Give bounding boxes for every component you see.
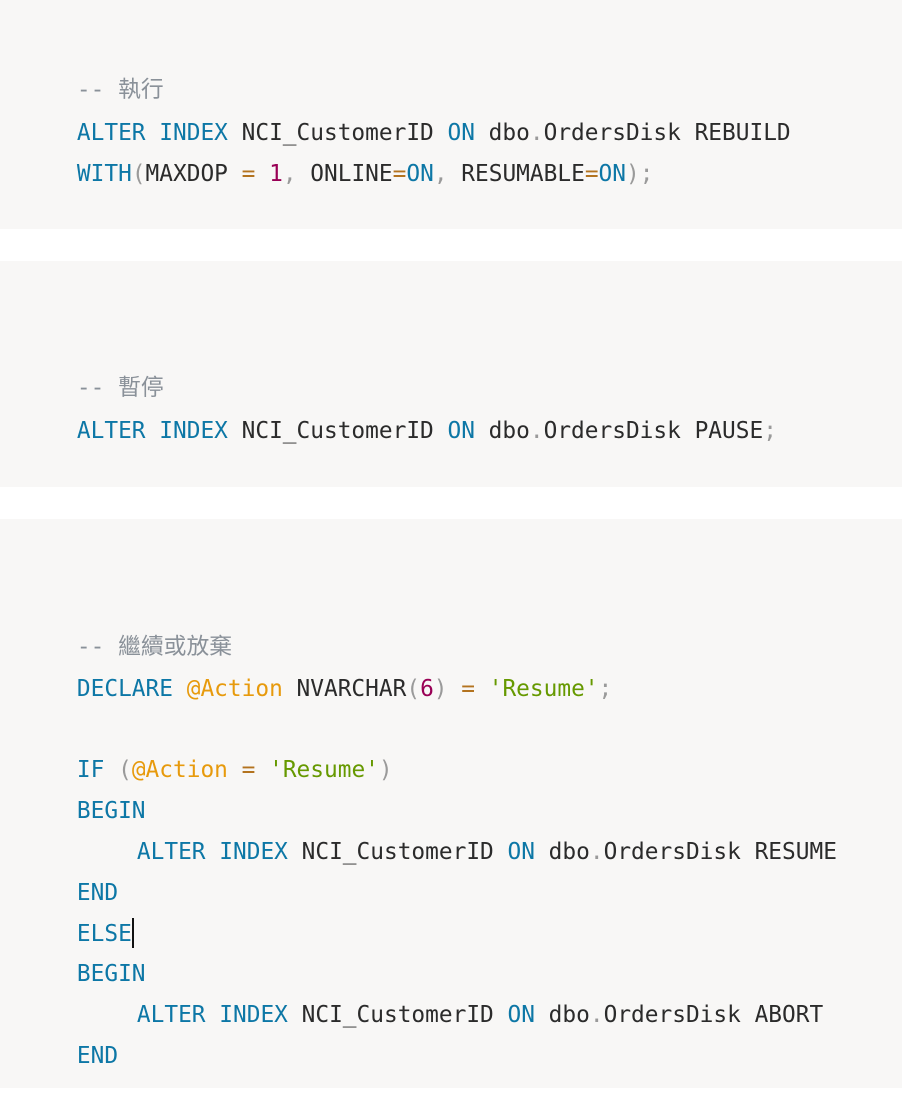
identifier-token: dbo bbox=[474, 418, 530, 444]
keyword-token: ALTER bbox=[76, 418, 146, 444]
space-token bbox=[206, 839, 220, 865]
keyword-token: ALTER bbox=[76, 120, 146, 146]
code-line-end: END bbox=[22, 839, 118, 906]
space-token bbox=[255, 161, 269, 187]
number-token: 1 bbox=[269, 161, 283, 187]
space-token bbox=[173, 676, 187, 702]
keyword-token: WITH bbox=[76, 161, 132, 187]
keyword-token: INDEX bbox=[159, 120, 228, 146]
identifier-token: MAXDOP bbox=[145, 161, 242, 187]
operator-token: = bbox=[241, 757, 256, 783]
keyword-token: ON bbox=[507, 839, 535, 865]
comment-token: -- 執行 bbox=[76, 77, 164, 103]
code-line-else: ELSE bbox=[22, 880, 134, 948]
keyword-token: DECLARE bbox=[76, 676, 173, 702]
text-cursor bbox=[131, 917, 134, 948]
identifier-token: ONLINE bbox=[296, 161, 393, 187]
keyword-token: ON bbox=[598, 161, 626, 187]
identifier-token: NVARCHAR bbox=[282, 676, 407, 702]
punctuation-token: . bbox=[589, 1002, 604, 1028]
identifier-token: NCI_CustomerID bbox=[287, 1002, 508, 1028]
punctuation-token: , bbox=[433, 161, 448, 187]
keyword-token: BEGIN bbox=[76, 961, 146, 987]
keyword-token: INDEX bbox=[219, 839, 288, 865]
keyword-token: BEGIN bbox=[76, 798, 146, 824]
variable-token: @Action bbox=[186, 676, 283, 702]
identifier-token: dbo bbox=[474, 120, 530, 146]
space-token bbox=[255, 757, 269, 783]
comment-token: -- 暫停 bbox=[76, 375, 164, 401]
punctuation-token: ( bbox=[131, 161, 146, 187]
operator-token: = bbox=[392, 161, 407, 187]
punctuation-token: ; bbox=[639, 161, 654, 187]
punctuation-token: ) bbox=[626, 161, 640, 187]
keyword-token: IF bbox=[76, 757, 105, 783]
code-block-pause[interactable]: -- 暫停 ALTER INDEX NCI_CustomerID ON dbo.… bbox=[0, 261, 902, 487]
code-block-rebuild[interactable]: -- 執行 ALTER INDEX NCI_CustomerID ON dbo.… bbox=[0, 0, 902, 229]
punctuation-token: . bbox=[589, 839, 604, 865]
punctuation-token: ; bbox=[763, 418, 777, 444]
code-line-with-options: WITH(MAXDOP = 1, ONLINE=ON, RESUMABLE=ON… bbox=[22, 120, 654, 187]
identifier-token: OrdersDisk REBUILD bbox=[543, 120, 791, 146]
identifier-token: OrdersDisk RESUME bbox=[603, 839, 837, 865]
operator-token: = bbox=[584, 161, 599, 187]
number-token: 6 bbox=[420, 676, 434, 702]
space-token bbox=[206, 1002, 220, 1028]
space-token bbox=[228, 757, 242, 783]
punctuation-token: , bbox=[282, 161, 297, 187]
keyword-token: ON bbox=[507, 1002, 535, 1028]
keyword-token: END bbox=[76, 1043, 119, 1069]
code-block-resume-or-abort[interactable]: -- 繼續或放棄 DECLARE @Action NVARCHAR(6) = '… bbox=[0, 519, 902, 1088]
code-line-if: IF (@Action = 'Resume') bbox=[22, 716, 393, 783]
keyword-token: ELSE bbox=[76, 921, 132, 947]
keyword-token: ON bbox=[447, 120, 475, 146]
space-token bbox=[146, 418, 160, 444]
punctuation-token: ) bbox=[378, 757, 393, 783]
code-line-begin: BEGIN bbox=[22, 920, 146, 987]
code-line-end: END bbox=[22, 1002, 118, 1069]
code-line-alter-index: ALTER INDEX NCI_CustomerID ON dbo.Orders… bbox=[22, 79, 791, 146]
operator-token: = bbox=[461, 676, 475, 702]
code-line-comment: -- 暫停 bbox=[22, 334, 164, 401]
space-token bbox=[448, 676, 462, 702]
punctuation-token: ; bbox=[598, 676, 613, 702]
punctuation-token: ) bbox=[433, 676, 448, 702]
keyword-token: ALTER bbox=[136, 1002, 206, 1028]
identifier-token: NCI_CustomerID bbox=[287, 839, 508, 865]
punctuation-token: ( bbox=[406, 676, 421, 702]
keyword-token: INDEX bbox=[159, 418, 228, 444]
code-line-alter-index-resume: ALTER INDEX NCI_CustomerID ON dbo.Orders… bbox=[82, 798, 837, 865]
keyword-token: INDEX bbox=[219, 1002, 288, 1028]
identifier-token: NCI_CustomerID bbox=[227, 418, 448, 444]
keyword-token: END bbox=[76, 880, 119, 906]
code-line-alter-index-abort: ALTER INDEX NCI_CustomerID ON dbo.Orders… bbox=[82, 961, 823, 1028]
punctuation-token: . bbox=[529, 418, 544, 444]
string-token: 'Resume' bbox=[269, 757, 379, 783]
operator-token: = bbox=[241, 161, 256, 187]
identifier-token: OrdersDisk PAUSE bbox=[543, 418, 764, 444]
identifier-token: NCI_CustomerID bbox=[227, 120, 448, 146]
code-line-declare: DECLARE @Action NVARCHAR(6) = 'Resume'; bbox=[22, 635, 612, 702]
code-line-begin: BEGIN bbox=[22, 757, 146, 824]
identifier-token: dbo bbox=[534, 1002, 590, 1028]
string-token: 'Resume' bbox=[488, 676, 599, 702]
identifier-token: OrdersDisk ABORT bbox=[603, 1002, 824, 1028]
keyword-token: ALTER bbox=[136, 839, 206, 865]
variable-token: @Action bbox=[131, 757, 228, 783]
keyword-token: ON bbox=[447, 418, 475, 444]
identifier-token: RESUMABLE bbox=[447, 161, 585, 187]
punctuation-token: . bbox=[529, 120, 544, 146]
code-line-alter-index: ALTER INDEX NCI_CustomerID ON dbo.Orders… bbox=[22, 377, 777, 444]
keyword-token: ON bbox=[406, 161, 434, 187]
code-line-comment: -- 繼續或放棄 bbox=[22, 593, 232, 660]
code-line-comment: -- 執行 bbox=[22, 36, 164, 103]
comment-token: -- 繼續或放棄 bbox=[76, 634, 233, 660]
punctuation-token: ( bbox=[118, 757, 132, 783]
identifier-token: dbo bbox=[534, 839, 590, 865]
space-token bbox=[475, 676, 489, 702]
